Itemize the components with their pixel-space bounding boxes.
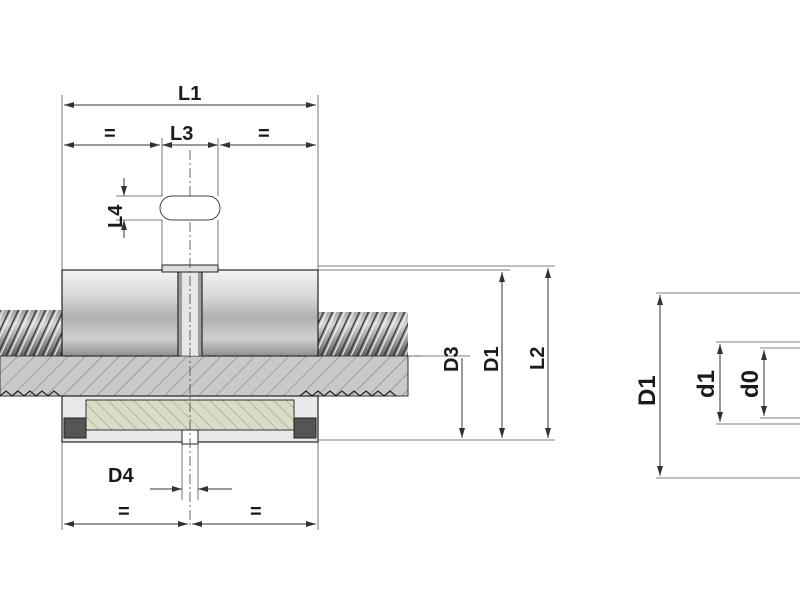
nut-seal-right — [293, 417, 317, 439]
end-view: D1 d1 d0 — [634, 292, 800, 479]
label-d3: D3 — [441, 346, 463, 372]
label-eq-bottom-left: = — [118, 501, 130, 523]
key-slot — [159, 195, 221, 221]
nut-seal-left — [63, 417, 87, 439]
nut-body-left — [61, 269, 179, 357]
screw-section — [0, 355, 409, 397]
screw-section-teeth — [0, 390, 397, 397]
screw-thread-right — [318, 312, 408, 356]
label-l3: L3 — [170, 123, 193, 145]
screw-thread-left — [0, 310, 64, 356]
label-eq-top-right: = — [258, 123, 270, 145]
label-eq-bottom-right: = — [250, 501, 262, 523]
label-d1: D1 — [481, 346, 503, 372]
label-l4: L4 — [105, 204, 127, 228]
nut-body-right — [201, 269, 319, 357]
side-view: L1 = L3 = L4 D3 D1 L2 — [0, 83, 555, 530]
label-eq-top-left: = — [104, 123, 116, 145]
label-end-d0: d0 — [737, 370, 764, 398]
label-d4: D4 — [108, 465, 134, 487]
label-l2: L2 — [527, 347, 549, 370]
label-l1: L1 — [178, 83, 201, 105]
label-end-d1: D1 — [634, 375, 661, 406]
label-end-d1-small: d1 — [693, 370, 720, 398]
